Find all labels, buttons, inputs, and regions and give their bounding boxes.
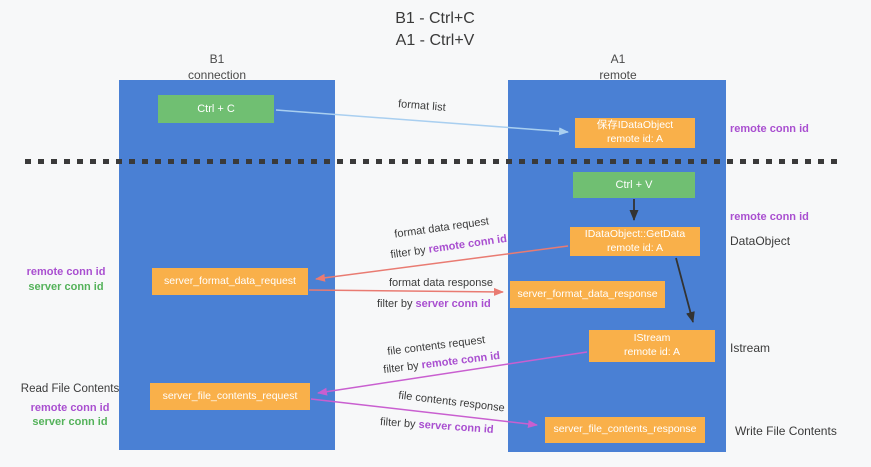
- node-ctrl-c: Ctrl + C: [158, 95, 274, 123]
- filter-by-text: filter by: [389, 244, 427, 262]
- ctrl-c-label: Ctrl + C: [197, 102, 235, 115]
- lane-header-a1: A1 remote: [558, 51, 678, 83]
- node-server-file-contents-response: server_file_contents_response: [545, 417, 705, 443]
- getdata-line2: remote id: A: [606, 241, 664, 254]
- annotation-istream: Istream: [730, 341, 771, 355]
- annotation-remote-conn-id-top: remote conn id: [730, 123, 809, 135]
- filter-by-text: filter by: [379, 416, 416, 431]
- lane-a1-role: remote: [599, 68, 637, 83]
- ctrl-v-label: Ctrl + V: [615, 178, 653, 191]
- label-file-contents-response: file contents response: [397, 389, 506, 415]
- label-filter-server-2: filter by server conn id: [380, 416, 494, 436]
- getdata-line1: IDataObject::GetData: [584, 227, 686, 240]
- diagram-title: B1 - Ctrl+C A1 - Ctrl+V: [300, 8, 570, 51]
- istream-line2: remote id: A: [623, 346, 681, 358]
- remote-conn-id-text: remote conn id: [420, 349, 501, 372]
- remote-conn-id-text: remote conn id: [427, 232, 508, 256]
- node-istream: IStream remote id: A: [589, 330, 715, 362]
- annotation-read-file-contents: Read File Contents: [20, 383, 120, 395]
- node-server-file-contents-request: server_file_contents_request: [150, 383, 310, 410]
- lane-b1-name: B1: [209, 52, 225, 66]
- filter-by-text: filter by: [377, 298, 413, 310]
- annotation-dataobject: DataObject: [730, 234, 791, 248]
- file-response-label: server_file_contents_response: [553, 423, 697, 436]
- node-idataobject-getdata: IDataObject::GetData remote id: A: [570, 227, 700, 256]
- server-conn-id-text: server conn id: [415, 298, 491, 310]
- node-server-format-data-request: server_format_data_request: [152, 268, 308, 295]
- label-format-data-response: format data response: [389, 277, 493, 289]
- annotation-group-format: remote conn id server conn id: [24, 265, 108, 295]
- label-format-list: format list: [397, 98, 447, 114]
- lane-b1-role: connection: [187, 68, 247, 83]
- annotation-remote-conn-id-left-2: remote conn id: [30, 401, 110, 414]
- label-filter-server-1: filter by server conn id: [377, 298, 491, 310]
- istream-line1: IStream: [633, 332, 671, 345]
- annotation-group-file: Read File Contents remote conn id server…: [18, 382, 122, 430]
- save-dataobject-line2: remote id: A: [606, 133, 664, 145]
- filter-by-text: filter by: [382, 359, 420, 377]
- title-line-2: A1 - Ctrl+V: [395, 31, 475, 49]
- annotation-remote-conn-id-mid: remote conn id: [730, 211, 809, 223]
- annotation-write-file-contents: Write File Contents: [735, 424, 837, 438]
- arrow-format-data-response: [308, 287, 504, 296]
- annotation-server-conn-id-left-1: server conn id: [28, 280, 104, 293]
- format-request-label: server_format_data_request: [164, 274, 296, 287]
- format-response-label: server_format_data_response: [517, 287, 658, 300]
- annotation-server-conn-id-left-2: server conn id: [32, 416, 108, 429]
- node-save-dataobject: 保存IDataObject remote id: A: [575, 118, 695, 148]
- lane-a1-name: A1: [610, 52, 626, 66]
- node-ctrl-v: Ctrl + V: [573, 172, 695, 198]
- annotation-remote-conn-id-left-1: remote conn id: [26, 266, 106, 278]
- dashed-separator: [25, 159, 838, 164]
- node-server-format-data-response: server_format_data_response: [510, 281, 665, 308]
- save-dataobject-line1: 保存IDataObject: [596, 119, 674, 132]
- server-conn-id-text: server conn id: [418, 418, 495, 436]
- file-request-label: server_file_contents_request: [162, 389, 298, 402]
- title-line-1: B1 - Ctrl+C: [395, 10, 475, 27]
- lane-header-b1: B1 connection: [157, 51, 277, 83]
